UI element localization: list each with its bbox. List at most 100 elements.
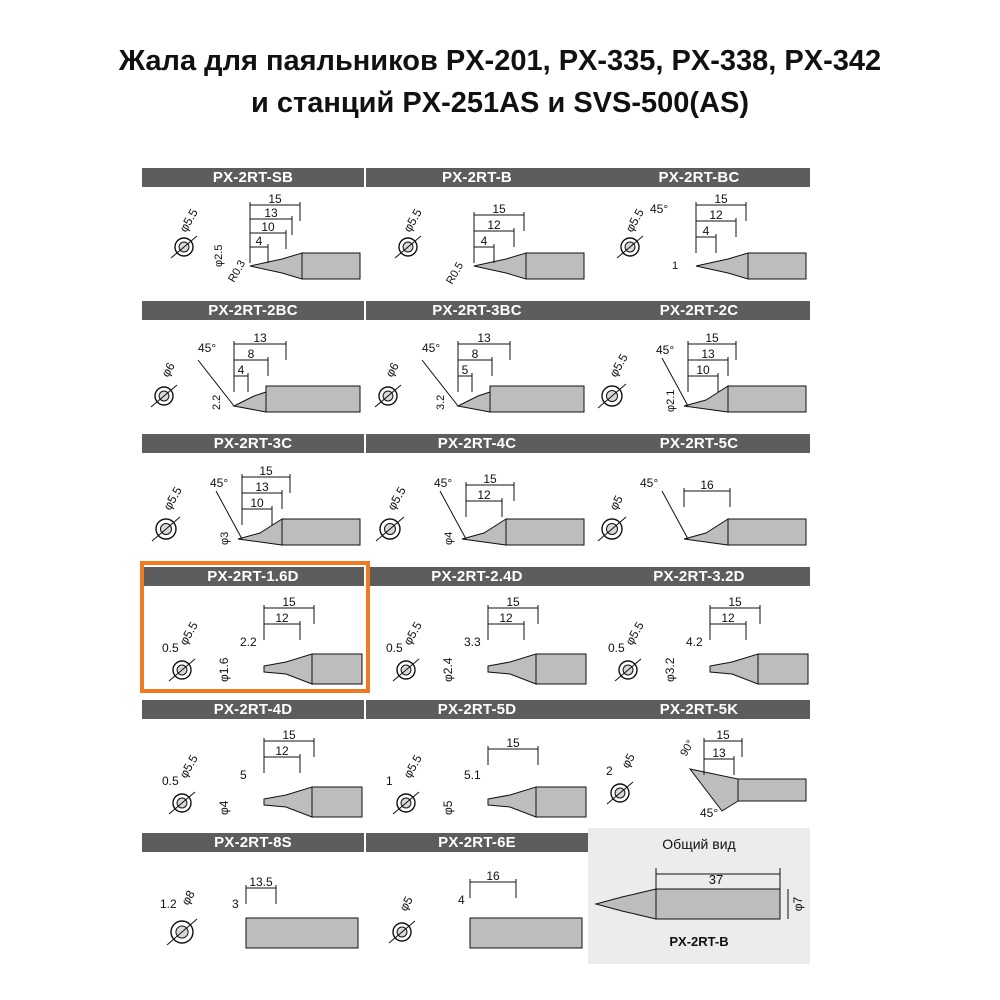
dimension-label: φ6 <box>158 360 178 380</box>
dimension-label: 12 <box>275 744 289 758</box>
tip-point <box>695 252 749 280</box>
tip-body <box>489 385 585 413</box>
highlight-frame <box>140 561 370 693</box>
dimension-label: 15 <box>282 728 296 742</box>
dimension-label: 45° <box>198 341 216 355</box>
dimension-label: 4.2 <box>686 635 703 649</box>
tip-body <box>535 786 587 818</box>
tip-point <box>487 653 537 685</box>
dimension-label: φ4 <box>443 532 455 545</box>
dimension-label: 15 <box>483 472 497 486</box>
dimension-label: 1 <box>386 774 393 788</box>
page-title: Жала для паяльников PX-201, PX-335, PX-3… <box>0 40 1000 124</box>
title-line-2: и станций PX-251AS и SVS-500(AS) <box>250 87 750 119</box>
dimension-label: 45° <box>422 341 440 355</box>
dimension-label: φ8 <box>178 888 198 908</box>
dimension-label: 1 <box>672 260 678 272</box>
dimension-label: 12 <box>499 611 513 625</box>
dimension-label: φ5 <box>606 493 626 513</box>
tip-model-label: PX-2RT-SB <box>142 168 364 187</box>
tip-body <box>727 385 807 413</box>
dimension-label: 2.2 <box>211 395 223 410</box>
dimension-label: 13.5 <box>249 875 273 889</box>
tip-point <box>487 786 537 818</box>
dimension-label: φ6 <box>382 360 402 380</box>
dimension-label: φ5.5 <box>176 206 201 234</box>
overview-panel: Общий вид 37 φ7 PX-2RT-B <box>588 828 810 964</box>
dimension-label: 4 <box>256 234 263 248</box>
dimension-label: 0.5 <box>608 641 625 655</box>
tip-body <box>757 653 809 685</box>
tip-point <box>249 252 303 280</box>
overview-drawing: 37 φ7 <box>594 868 805 920</box>
dimension-label: 13 <box>701 347 715 361</box>
dimension-label: φ5.5 <box>400 619 425 647</box>
tip-body <box>535 653 587 685</box>
tip-body <box>505 518 585 546</box>
dimension-label: 45° <box>640 476 658 490</box>
tip-model-label: PX-2RT-5C <box>588 434 810 453</box>
dimension-label: φ3.2 <box>663 657 677 682</box>
dimension-label: 4 <box>458 893 465 907</box>
overview-diameter: φ7 <box>791 896 805 911</box>
dimension-label: 16 <box>486 869 500 883</box>
dimension-label: 8 <box>472 347 479 361</box>
dimension-label: 45° <box>700 806 718 820</box>
dimension-label: 10 <box>261 220 275 234</box>
dimension-label: 12 <box>487 218 501 232</box>
dimension-label: φ2.4 <box>441 657 455 682</box>
dimension-label: φ2.5 <box>213 245 225 267</box>
dimension-label: 15 <box>716 728 730 742</box>
dimension-label: 90° <box>678 738 697 758</box>
dimension-label: φ5.5 <box>384 484 409 512</box>
dimension-label: 15 <box>714 192 728 206</box>
dimension-label: φ5 <box>441 800 455 815</box>
dimension-label: 4 <box>703 224 710 238</box>
tip-point <box>688 768 739 812</box>
dimension-label: 4 <box>481 234 488 248</box>
dimension-label: 15 <box>492 202 506 216</box>
tip-model-label: PX-2RT-B <box>366 168 588 187</box>
dimension-label: φ5.5 <box>606 351 631 379</box>
tip-model-label: PX-2RT-BC <box>588 168 810 187</box>
dimension-label: φ5 <box>618 751 638 771</box>
tip-model-label: PX-2RT-4D <box>142 700 364 719</box>
dimension-label: φ4 <box>217 800 231 815</box>
dimension-label: φ5.5 <box>400 206 425 234</box>
dimension-label: 12 <box>721 611 735 625</box>
dimension-label: φ5.5 <box>622 619 647 647</box>
overview-length: 37 <box>709 872 723 887</box>
dimension-label: 15 <box>506 595 520 609</box>
dimension-label: φ3 <box>219 532 231 545</box>
tip-point <box>232 391 267 413</box>
tip-model-label: PX-2RT-2.4D <box>366 567 588 586</box>
dimension-label: 12 <box>477 488 491 502</box>
dimension-label: 0.5 <box>386 641 403 655</box>
dimension-label: 8 <box>248 347 255 361</box>
tip-body <box>311 653 363 685</box>
tip-point <box>263 653 313 685</box>
dimension-label: φ5.5 <box>160 484 185 512</box>
dimension-label: 2.2 <box>240 635 257 649</box>
tip-point <box>456 391 491 413</box>
dimension-label: 15 <box>259 464 273 478</box>
